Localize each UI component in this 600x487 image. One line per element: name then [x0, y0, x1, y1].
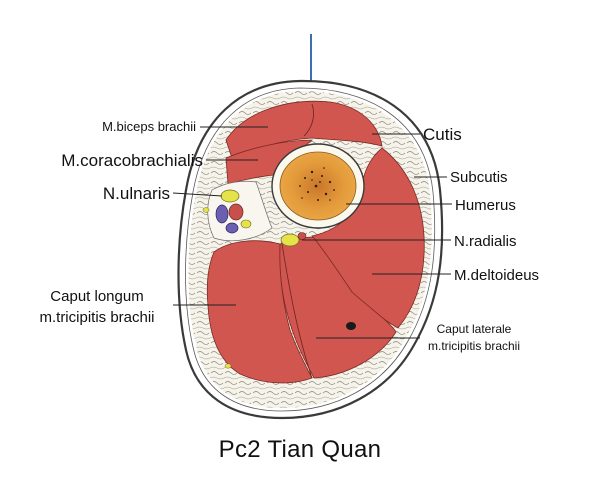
label-coracobrachialis: M.coracobrachialis [61, 151, 203, 170]
humerus-marrow [279, 151, 357, 221]
ulnar-nerve [220, 189, 240, 203]
label-radialis: N.radialis [454, 233, 517, 250]
label-caput-laterale-1: Caput laterale [437, 322, 512, 336]
label-ulnaris: N.ulnaris [103, 184, 170, 203]
small-nerve-icon [224, 363, 232, 369]
label-humerus: Humerus [455, 197, 516, 214]
cutis-inner-line [185, 87, 436, 412]
lateral-vessel-icon [346, 322, 356, 330]
radial-vessel-icon [297, 232, 307, 240]
label-caput-laterale-2: m.tricipitis brachii [428, 339, 520, 353]
fascia-line-2 [281, 243, 313, 379]
label-cutis: Cutis [423, 125, 462, 144]
marrow-dots [299, 167, 335, 201]
radial-nerve [280, 233, 300, 247]
caput-laterale-muscle [279, 236, 397, 379]
label-subcutis: Subcutis [450, 169, 508, 186]
nerve-small-icon [240, 219, 252, 229]
artery-icon [228, 203, 244, 221]
diagram-caption: Pc2 Tian Quan [218, 436, 382, 463]
fascia-line [303, 103, 314, 137]
label-caput-longum-2: m.tricipitis brachii [39, 309, 154, 326]
leader-ulnaris [172, 192, 223, 197]
label-biceps: M.biceps brachii [102, 119, 196, 134]
label-caput-longum-1: Caput longum [50, 288, 143, 305]
nerve-dot-icon [202, 207, 210, 213]
vein-icon [225, 222, 239, 234]
label-deltoideus: M.deltoideus [454, 267, 539, 284]
vessel-icon [215, 204, 229, 224]
